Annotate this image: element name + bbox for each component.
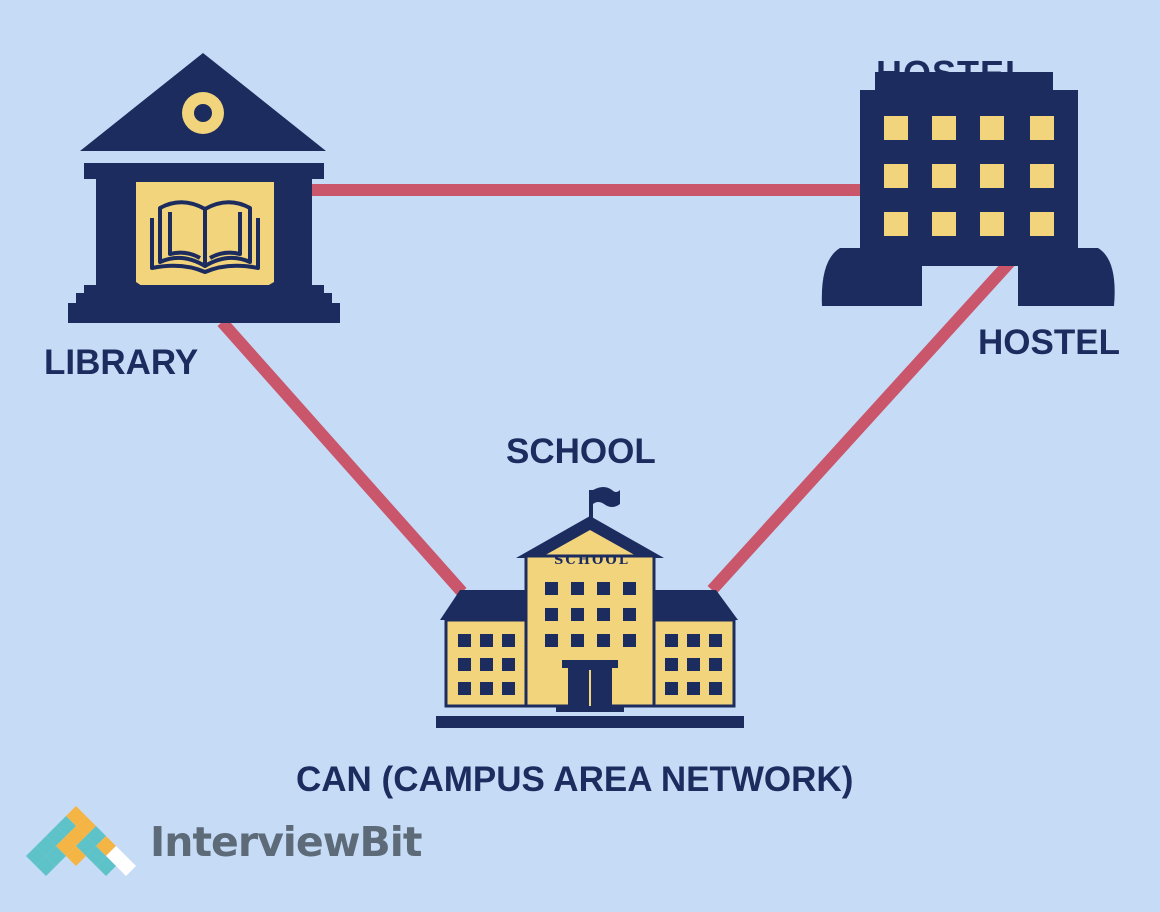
- brand-name: InterviewBit: [150, 818, 422, 866]
- library-label: LIBRARY: [44, 343, 199, 382]
- school-windows: [458, 582, 722, 695]
- interviewbit-logo-icon: [26, 806, 136, 876]
- book-icon: [150, 200, 260, 274]
- link-library-school: [217, 318, 467, 596]
- diagram-caption: CAN (CAMPUS AREA NETWORK): [296, 760, 854, 799]
- hostel-windows: [884, 116, 1054, 236]
- library-icon: [68, 53, 340, 323]
- school-sign-text: SCHOOL: [554, 553, 630, 568]
- network-links: [217, 184, 1015, 596]
- hostel-label: HOSTEL: [978, 323, 1120, 362]
- hostel-sign-text: HOSTEL: [876, 53, 1029, 94]
- link-hostel-school: [707, 257, 1015, 595]
- hostel-icon: [821, 72, 1115, 306]
- school-icon: [436, 487, 744, 728]
- school-label: SCHOOL: [506, 432, 656, 471]
